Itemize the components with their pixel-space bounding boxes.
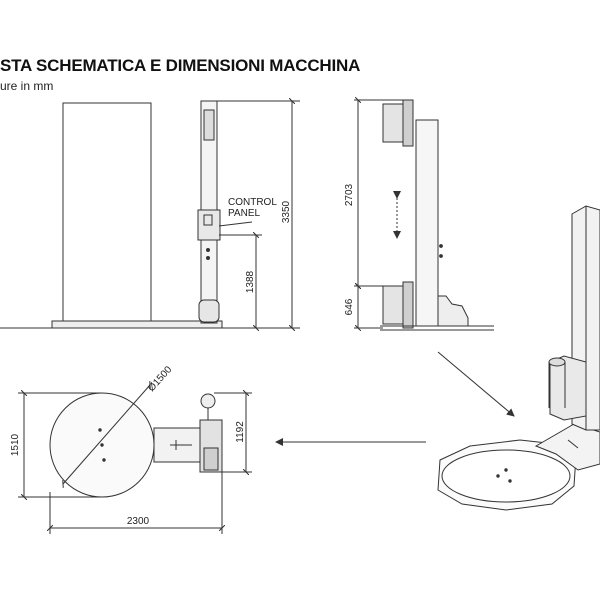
perspective-film-roll [548, 357, 566, 367]
dim-diameter-label: Ø1500 [146, 364, 175, 394]
front-turntable-base [51, 320, 223, 329]
top-view [18, 385, 252, 534]
sheet-title: STA SCHEMATICA E DIMENSIONI MACCHINA [0, 56, 361, 75]
dim-3350-label: 3350 [281, 200, 292, 223]
control-panel-leader [218, 221, 253, 227]
front-view [0, 102, 223, 329]
profile-mast [415, 119, 439, 327]
arrow-to-perspective [437, 351, 515, 417]
sheet-subtitle: ure in mm [0, 79, 54, 93]
perspective-view [437, 205, 600, 511]
side-view [197, 101, 300, 328]
diameter-line [63, 385, 150, 484]
control-panel-label: CONTROL [228, 197, 277, 208]
dim-1192-label: 1192 [235, 421, 246, 443]
dim-646-label: 646 [344, 298, 355, 315]
profile-view [354, 100, 494, 330]
control-panel-label-line2: PANEL [228, 208, 260, 219]
dim-2300-label: 2300 [127, 516, 150, 527]
film-roll [200, 393, 216, 409]
dim-2703-label: 2703 [344, 183, 355, 206]
dim-1388-label: 1388 [245, 270, 256, 293]
dim-1510-label: 1510 [10, 433, 21, 456]
load-outline [62, 102, 152, 322]
